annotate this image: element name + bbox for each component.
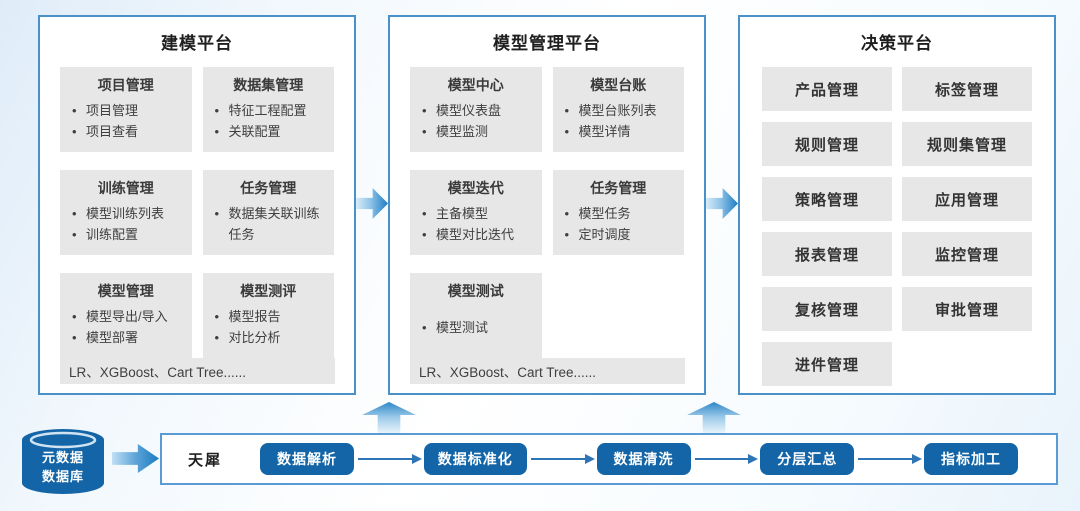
module-grid: 模型中心 模型仪表盘 模型监测 模型台账 模型台账列表 模型详情 模型迭代 主备… <box>390 67 704 358</box>
panel-modeling-platform: 建模平台 项目管理 项目管理 项目查看 数据集管理 特征工程配置 关联配置 训练… <box>38 15 356 395</box>
tile-report-mgmt: 报表管理 <box>762 232 892 276</box>
bullet-item: 项目查看 <box>70 121 186 143</box>
database-cylinder-icon <box>22 429 104 494</box>
bullet-item: 对比分析 <box>213 327 329 349</box>
module-title: 模型台账 <box>590 77 647 93</box>
bullet-item: 模型导出/导入 <box>70 306 186 328</box>
tile-intake-mgmt: 进件管理 <box>762 342 892 386</box>
module-box-model-ledger: 模型台账 模型台账列表 模型详情 <box>552 67 684 152</box>
bullet-item: 模型仪表盘 <box>420 100 536 122</box>
module-box-model-iteration: 模型迭代 主备模型 模型对比迭代 <box>410 170 542 255</box>
module-title: 任务管理 <box>240 180 297 196</box>
module-grid: 项目管理 项目管理 项目查看 数据集管理 特征工程配置 关联配置 训练管理 模型… <box>40 67 354 358</box>
module-title: 训练管理 <box>97 180 154 196</box>
pipeline-step-data-parsing: 数据解析 <box>260 443 355 475</box>
algorithms-bar: LR、XGBoost、Cart Tree...... <box>410 358 685 384</box>
pipeline-step-data-standardization: 数据标准化 <box>423 443 527 475</box>
right-arrow-icon <box>706 188 738 219</box>
right-arrow-icon <box>112 444 159 473</box>
module-box-project-mgmt: 项目管理 项目管理 项目查看 <box>60 67 192 152</box>
data-pipeline-bar: 天犀 数据解析 数据标准化 数据清洗 分层汇总 指标加工 <box>160 433 1058 485</box>
module-title: 数据集管理 <box>233 77 304 93</box>
metadata-database: 元数据 数据库 <box>18 427 108 499</box>
up-arrow-icon <box>362 402 416 433</box>
module-box-model-testing: 模型测试 模型测试 <box>410 273 542 358</box>
bullet-item: 特征工程配置 <box>213 100 329 122</box>
bullet-item: 模型测试 <box>420 317 536 339</box>
module-box-task-mgmt: 任务管理 数据集关联训练任务 <box>202 170 334 255</box>
module-box-task-mgmt: 任务管理 模型任务 定时调度 <box>552 170 684 255</box>
tile-strategy-mgmt: 策略管理 <box>762 177 892 221</box>
bullet-item: 模型任务 <box>563 203 679 225</box>
bullet-item: 模型训练列表 <box>70 203 186 225</box>
panel-title: 模型管理平台 <box>493 34 601 53</box>
bullet-item: 模型部署 <box>70 327 186 349</box>
bullet-item: 模型监测 <box>420 121 536 143</box>
bullet-item: 模型台账列表 <box>563 100 679 122</box>
bullet-item: 模型详情 <box>563 121 679 143</box>
arrow-connector-icon <box>530 454 595 464</box>
bullet-item: 模型报告 <box>213 306 329 328</box>
module-title: 项目管理 <box>97 77 154 93</box>
panel-title: 建模平台 <box>161 34 233 53</box>
bullet-item: 模型对比迭代 <box>420 224 536 246</box>
database-label: 元数据 数据库 <box>18 449 108 487</box>
pipeline-step-layered-aggregation: 分层汇总 <box>760 443 855 475</box>
tile-rule-mgmt: 规则管理 <box>762 122 892 166</box>
tile-product-mgmt: 产品管理 <box>762 67 892 111</box>
module-title: 模型迭代 <box>447 180 504 196</box>
arrow-connector-icon <box>858 454 922 464</box>
module-box-training-mgmt: 训练管理 模型训练列表 训练配置 <box>60 170 192 255</box>
arrow-connector-icon <box>694 454 758 464</box>
arrow-connector-icon <box>358 454 422 464</box>
tile-grid: 产品管理 标签管理 规则管理 规则集管理 策略管理 应用管理 报表管理 监控管理… <box>740 67 1054 386</box>
panel-model-management-platform: 模型管理平台 模型中心 模型仪表盘 模型监测 模型台账 模型台账列表 模型详情 … <box>388 15 706 395</box>
module-box-model-mgmt: 模型管理 模型导出/导入 模型部署 <box>60 273 192 358</box>
tile-ruleset-mgmt: 规则集管理 <box>902 122 1032 166</box>
pipeline-source-label: 天犀 <box>188 451 223 469</box>
bullet-item: 项目管理 <box>70 100 186 122</box>
algorithms-bar: LR、XGBoost、Cart Tree...... <box>60 358 335 384</box>
pipeline-step-indicator-processing: 指标加工 <box>924 443 1019 475</box>
tile-monitoring-mgmt: 监控管理 <box>902 232 1032 276</box>
bullet-item: 关联配置 <box>213 121 329 143</box>
module-title: 任务管理 <box>590 180 647 196</box>
database-label-line2: 数据库 <box>41 468 84 484</box>
module-box-model-eval: 模型测评 模型报告 对比分析 <box>202 273 334 358</box>
tile-review-mgmt: 复核管理 <box>762 287 892 331</box>
bullet-item: 主备模型 <box>420 203 536 225</box>
pipeline-step-data-cleaning: 数据清洗 <box>596 443 691 475</box>
panel-title: 决策平台 <box>861 34 933 53</box>
bullet-item: 定时调度 <box>563 224 679 246</box>
tile-application-mgmt: 应用管理 <box>902 177 1032 221</box>
module-box-dataset-mgmt: 数据集管理 特征工程配置 关联配置 <box>202 67 334 152</box>
module-title: 模型中心 <box>447 77 504 93</box>
tile-tag-mgmt: 标签管理 <box>902 67 1032 111</box>
bullet-item: 训练配置 <box>70 224 186 246</box>
right-arrow-icon <box>356 188 388 219</box>
bullet-item: 数据集关联训练任务 <box>213 203 329 246</box>
module-title: 模型管理 <box>97 283 154 299</box>
panel-decision-platform: 决策平台 产品管理 标签管理 规则管理 规则集管理 策略管理 应用管理 报表管理… <box>738 15 1056 395</box>
tile-approval-mgmt: 审批管理 <box>902 287 1032 331</box>
module-title: 模型测试 <box>447 283 504 299</box>
database-label-line1: 元数据 <box>41 450 84 465</box>
up-arrow-icon <box>687 402 741 433</box>
module-title: 模型测评 <box>240 283 297 299</box>
module-box-model-center: 模型中心 模型仪表盘 模型监测 <box>410 67 542 152</box>
